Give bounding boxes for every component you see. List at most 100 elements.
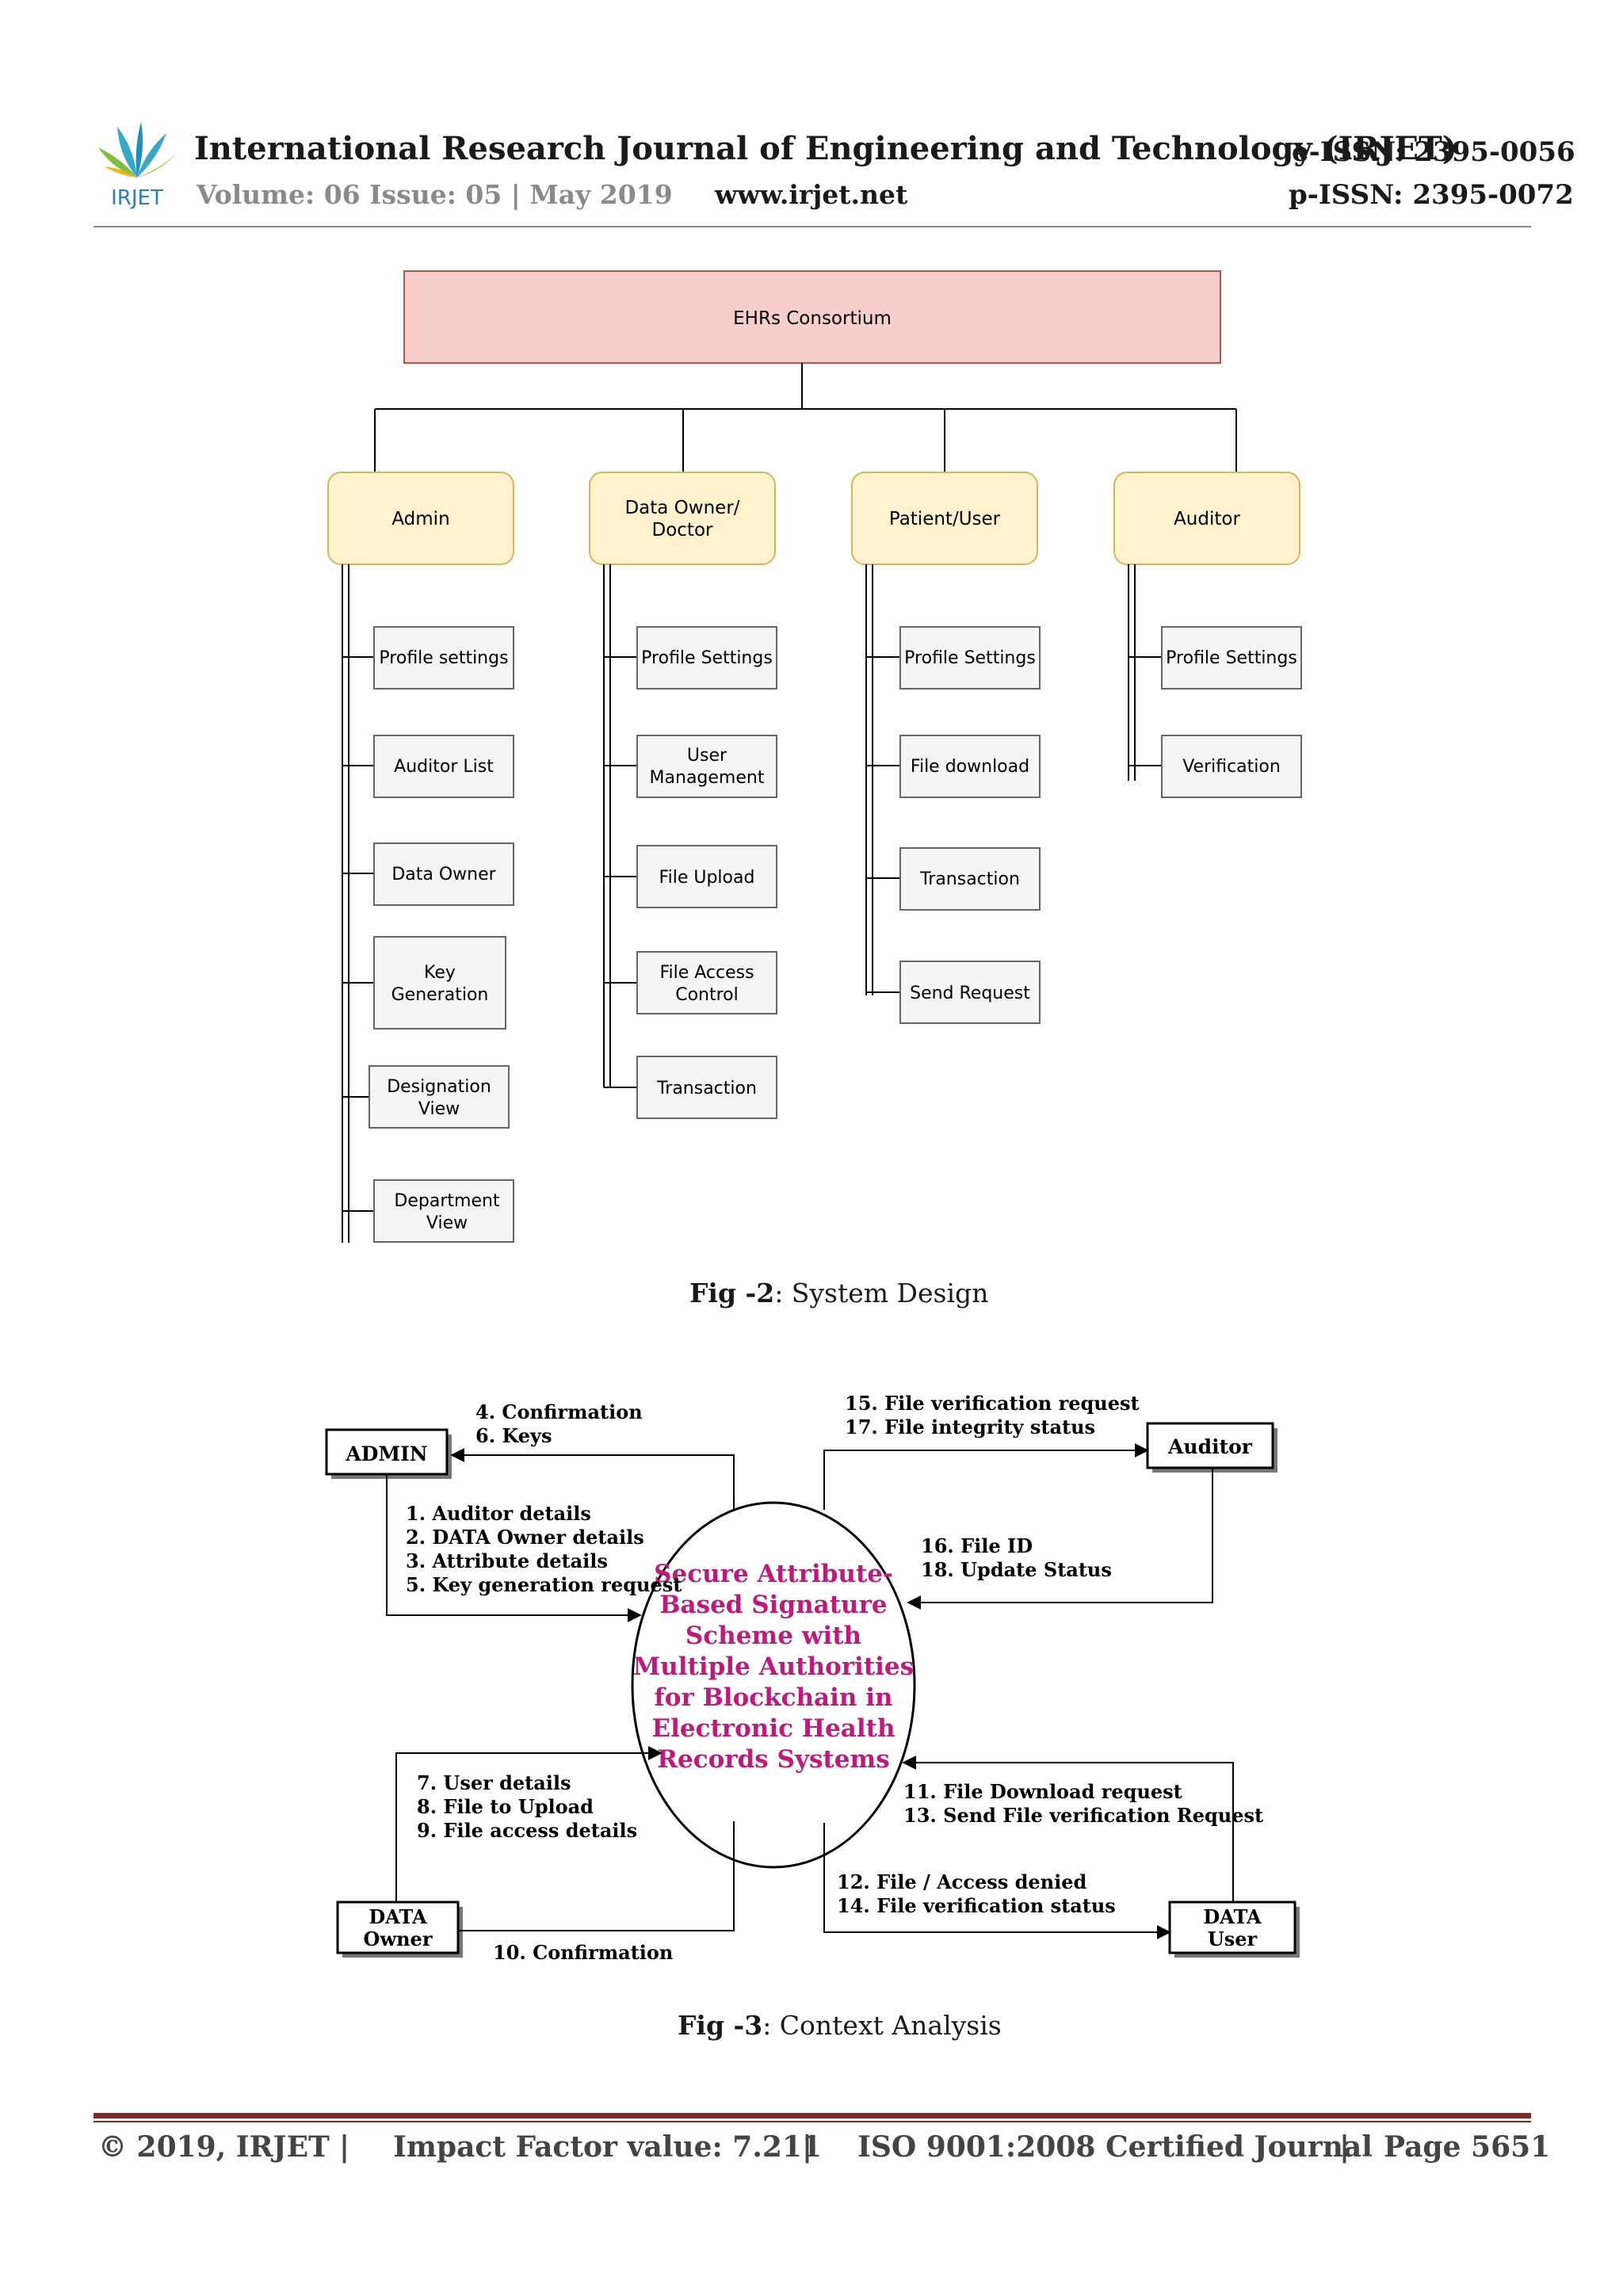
svg-text:Generation: Generation [391, 985, 489, 1005]
svg-text:File Access: File Access [659, 963, 754, 983]
volume-line: Volume: 06 Issue: 05 | May 2019 [197, 179, 673, 210]
svg-text:Based Signature: Based Signature [659, 1591, 887, 1619]
svg-text:3. Attribute details: 3. Attribute details [406, 1549, 608, 1572]
entity-admin: ADMIN [325, 1428, 452, 1479]
svg-text:7. User details: 7. User details [417, 1771, 571, 1794]
logo-text: IRJET [111, 186, 163, 210]
footer-impact-factor: Impact Factor value: 7.211 [393, 2130, 823, 2164]
role-data-owner: Data Owner/ Doctor [589, 472, 776, 565]
footer-page-number: Page 5651 [1384, 2130, 1551, 2164]
svg-text:File download: File download [911, 757, 1029, 777]
svg-text:12. File / Access denied: 12. File / Access denied [837, 1870, 1087, 1893]
svg-text:4. Confirmation: 4. Confirmation [475, 1400, 643, 1423]
entity-data-owner: DATA Owner [336, 1901, 463, 1958]
svg-text:Key: Key [424, 963, 456, 983]
role-auditor: Auditor [1113, 472, 1300, 565]
svg-text:2. DATA Owner details: 2. DATA Owner details [406, 1526, 644, 1549]
context-analysis-diagram: Secure Attribute- Based Signature Scheme… [325, 1392, 1300, 1964]
svg-text:DATA: DATA [369, 1905, 427, 1928]
svg-text:File Upload: File Upload [659, 868, 755, 888]
fig2-caption-text: : System Design [774, 1278, 989, 1308]
patient-item: Transaction [866, 847, 1041, 911]
footer-separator: | [802, 2130, 813, 2164]
patient-item: Send Request [866, 961, 1041, 1024]
svg-text:View: View [426, 1213, 468, 1233]
svg-text:14. File verification status: 14. File verification status [837, 1894, 1116, 1917]
svg-text:Secure Attribute-: Secure Attribute- [654, 1560, 893, 1588]
p-issn: p-ISSN: 2395-0072 [1289, 179, 1574, 211]
fig3-caption-text: : Context Analysis [762, 2010, 1002, 2041]
svg-text:Department: Department [394, 1191, 500, 1211]
admin-children: Profile settings Auditor List Data Owner… [342, 626, 514, 1243]
branch-rails [342, 564, 1136, 1243]
svg-text:Transaction: Transaction [656, 1079, 757, 1098]
svg-text:Verification: Verification [1182, 757, 1281, 777]
svg-text:18. Update Status: 18. Update Status [921, 1558, 1112, 1581]
root-connectors [374, 363, 1237, 472]
footer-separator: | [1339, 2130, 1350, 2164]
svg-text:10. Confirmation: 10. Confirmation [493, 1941, 673, 1964]
patient-children: Profile Settings File download Transacti… [866, 626, 1041, 1024]
svg-text:Data Owner/: Data Owner/ [624, 498, 739, 518]
system-design-diagram: EHRs Consortium Admin Data Owner/ Doctor… [327, 270, 1302, 1243]
footer-copyright: © 2019, IRJET [98, 2130, 330, 2164]
svg-text:Transaction: Transaction [919, 869, 1020, 889]
admin-item: Profile settings [342, 626, 514, 690]
svg-text:8. File to Upload: 8. File to Upload [417, 1795, 594, 1818]
svg-text:Send Request: Send Request [910, 984, 1030, 1003]
admin-item: Key Generation [342, 936, 506, 1030]
svg-text:Auditor: Auditor [1167, 1435, 1253, 1458]
footer-rule-thick [94, 2113, 1531, 2118]
svg-text:Profile Settings: Profile Settings [904, 648, 1036, 668]
admin-item: Data Owner [342, 842, 514, 906]
flow-lines [386, 1443, 1234, 1939]
svg-text:for Blockchain in: for Blockchain in [654, 1683, 892, 1712]
svg-text:1. Auditor details: 1. Auditor details [406, 1502, 591, 1525]
svg-text:User: User [1208, 1927, 1258, 1950]
svg-text:Records Systems: Records Systems [657, 1745, 889, 1774]
fig2-caption: Fig -2: System Design [689, 1278, 988, 1308]
role-admin: Admin [327, 472, 514, 565]
system-ellipse [631, 1501, 916, 1869]
svg-text:ADMIN: ADMIN [345, 1442, 427, 1465]
svg-text:Control: Control [675, 985, 739, 1005]
svg-text:Management: Management [650, 768, 765, 788]
svg-text:User: User [687, 746, 727, 766]
svg-text:Multiple Authorities: Multiple Authorities [633, 1652, 914, 1681]
svg-text:Owner: Owner [364, 1927, 433, 1950]
svg-text:Designation: Designation [387, 1077, 491, 1097]
website-link[interactable]: www.irjet.net [715, 179, 908, 210]
svg-text:17. File integrity status: 17. File integrity status [845, 1415, 1095, 1438]
owner-item: Profile Settings [604, 626, 777, 690]
admin-item: Auditor List [342, 735, 514, 798]
footer-iso: ISO 9001:2008 Certified Journal [857, 2130, 1373, 2164]
system-label: Secure Attribute- Based Signature Scheme… [633, 1560, 914, 1774]
footer-separator: | [339, 2130, 350, 2164]
svg-text:11. File Download request: 11. File Download request [903, 1780, 1182, 1803]
svg-text:9. File access details: 9. File access details [417, 1819, 637, 1842]
svg-text:Admin: Admin [391, 509, 449, 529]
fig3-caption-label: Fig -3 [678, 2010, 763, 2041]
svg-text:Auditor List: Auditor List [394, 757, 494, 777]
admin-item: Designation View [342, 1065, 510, 1129]
patient-item: File download [866, 735, 1041, 798]
svg-text:View: View [418, 1099, 460, 1119]
journal-title: International Research Journal of Engine… [194, 130, 1457, 167]
admin-item: Department View [342, 1179, 514, 1243]
owner-item: File Access Control [604, 951, 777, 1014]
auditor-item: Verification [1128, 735, 1302, 798]
svg-text:Scheme with: Scheme with [685, 1622, 861, 1650]
entity-data-user: DATA User [1168, 1901, 1300, 1958]
patient-item: Profile Settings [866, 626, 1041, 690]
irjet-logo: IRJET [98, 122, 178, 210]
svg-text:5. Key generation request: 5. Key generation request [406, 1573, 682, 1596]
svg-text:Profile Settings: Profile Settings [641, 648, 773, 668]
svg-text:Profile Settings: Profile Settings [1166, 648, 1297, 668]
flow-labels: 4. Confirmation 6. Keys 1. Auditor detai… [406, 1392, 1263, 1964]
svg-text:Electronic Health: Electronic Health [651, 1714, 895, 1743]
auditor-children: Profile Settings Verification [1128, 626, 1302, 798]
svg-text:Auditor: Auditor [1174, 509, 1240, 529]
role-patient: Patient/User [851, 472, 1038, 565]
owner-children: Profile Settings User Management File Up… [604, 626, 777, 1119]
entity-auditor: Auditor [1146, 1422, 1277, 1473]
